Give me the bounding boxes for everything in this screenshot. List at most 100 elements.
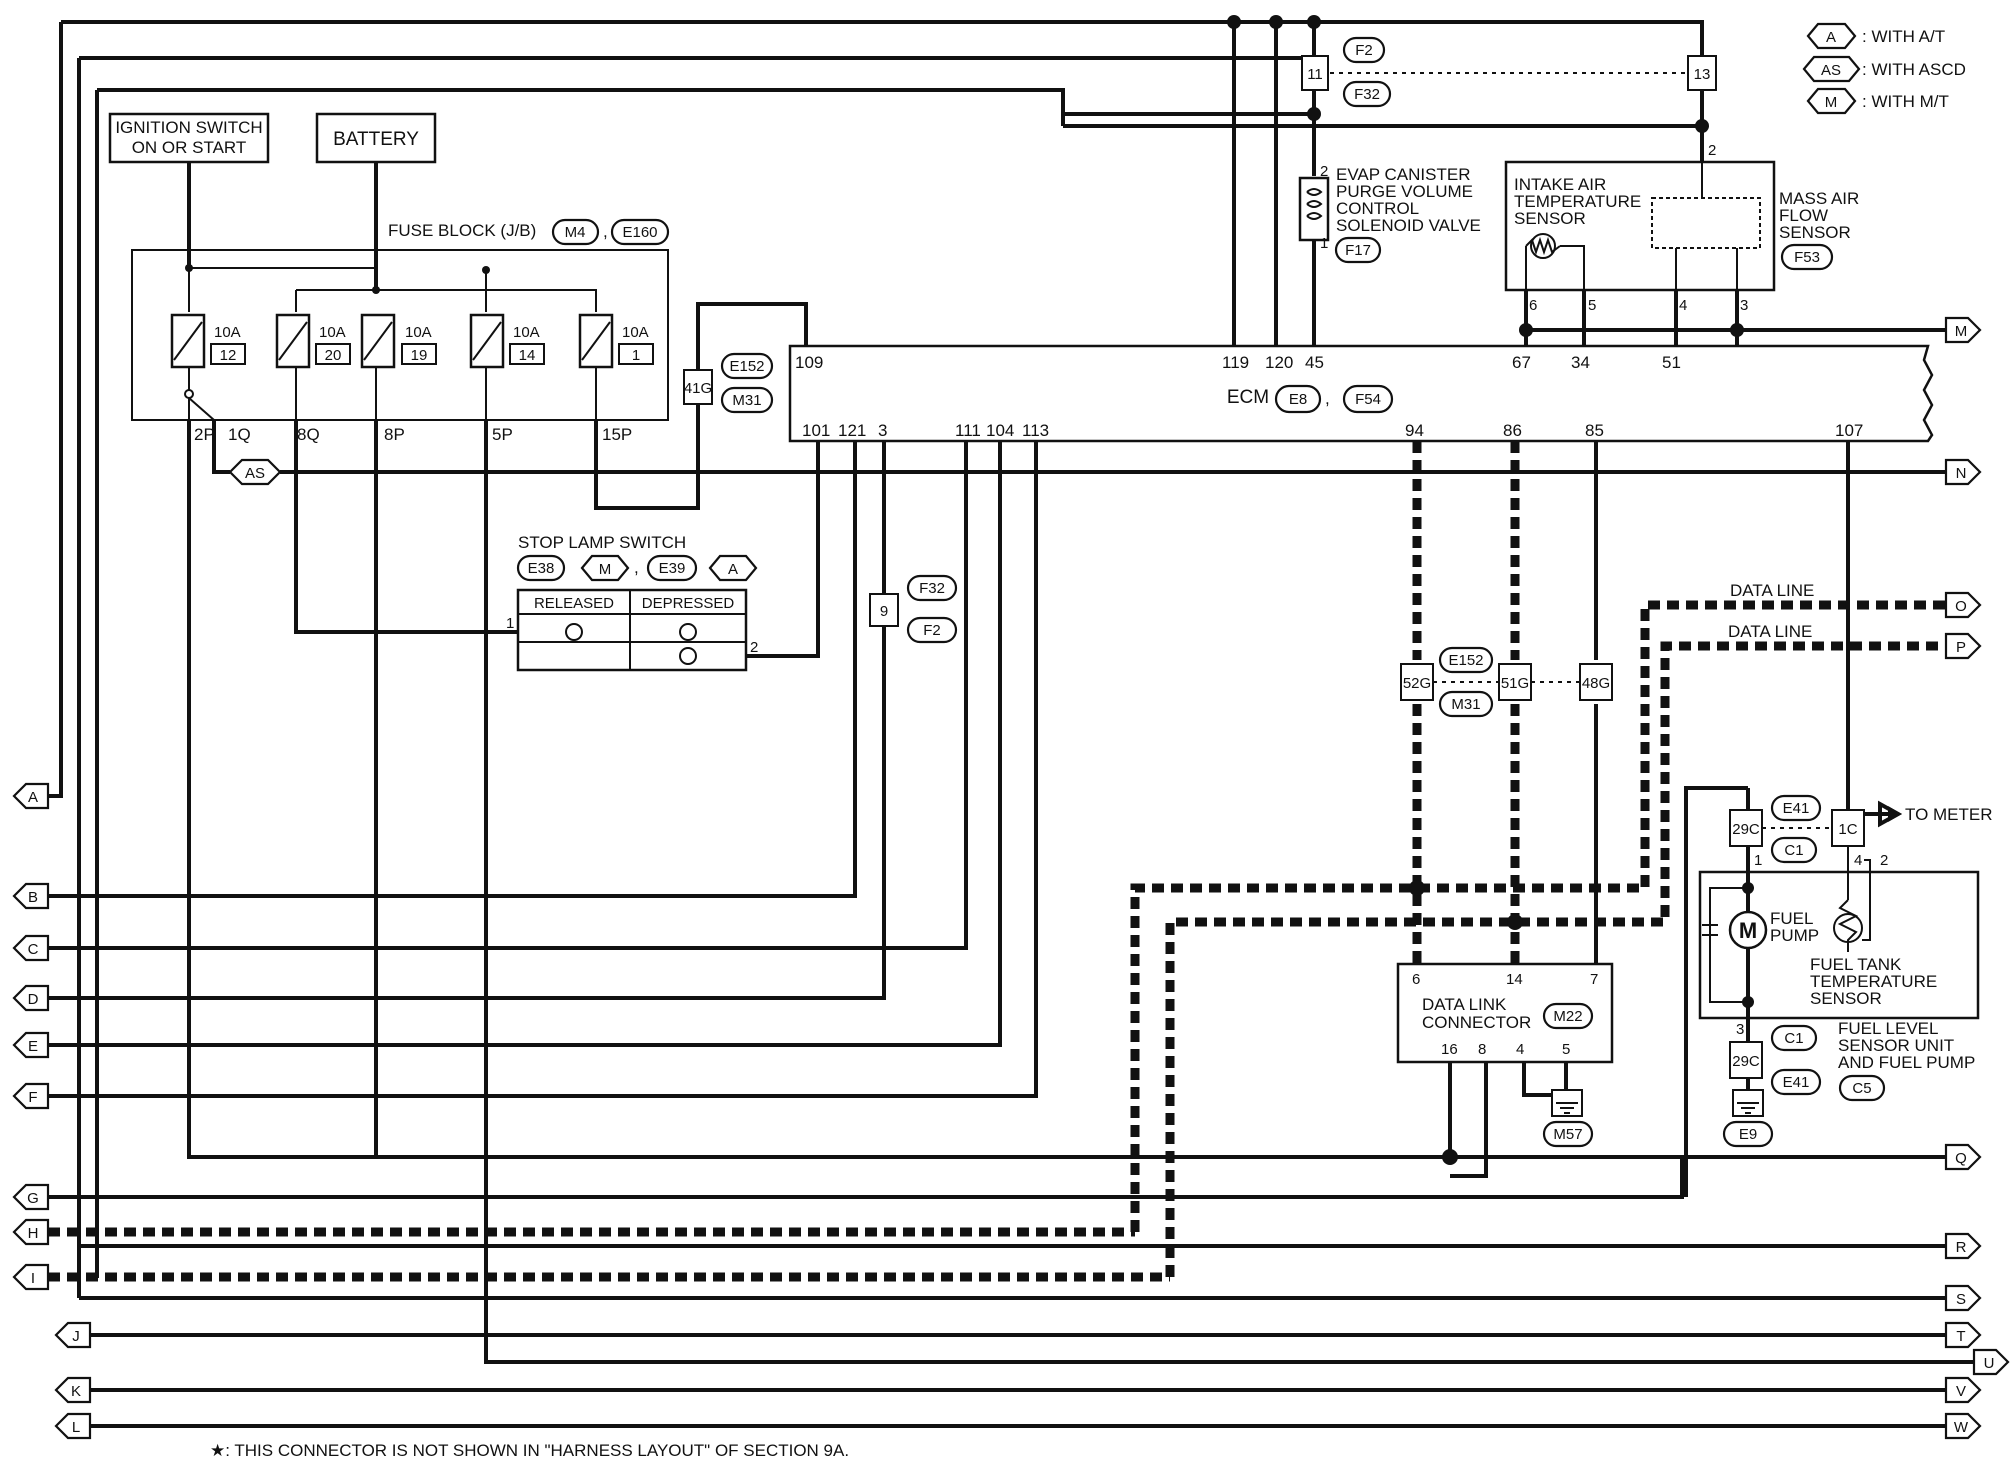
svg-text:19: 19 — [411, 347, 428, 364]
battery: BATTERY — [315, 112, 437, 164]
svg-text:2: 2 — [1880, 852, 1888, 869]
legend-text-m: : WITH M/T — [1862, 92, 1949, 111]
svg-text:F32: F32 — [919, 580, 945, 597]
connector-9: 9 F32 F2 — [869, 574, 958, 644]
fuse-14: 10A 14 — [469, 313, 545, 369]
stop-lamp-switch: STOP LAMP SWITCH E38 M , E39 A RELEASED … — [506, 533, 758, 672]
svg-text:2: 2 — [1320, 163, 1328, 180]
ecm-pin-120: 120 — [1265, 353, 1293, 372]
ecm-pin-121: 121 — [838, 421, 866, 440]
as-tag: AS — [228, 458, 282, 486]
right-connector-r: R — [1944, 1232, 1982, 1260]
svg-text:9: 9 — [880, 603, 888, 620]
right-connector-p: P — [1944, 632, 1982, 660]
svg-text:A: A — [728, 561, 738, 578]
fuse-block-label: FUSE BLOCK (J/B) — [388, 221, 536, 240]
svg-text:F2: F2 — [1355, 42, 1373, 59]
fuse-pin-5p: 5P — [492, 425, 513, 444]
ecm-pin-107: 107 — [1835, 421, 1863, 440]
fuse-20: 10A 20 — [275, 313, 351, 369]
fuse-1: 10A 1 — [578, 313, 654, 369]
right-connector-s: S — [1944, 1284, 1982, 1312]
right-connector-o: O — [1944, 591, 1982, 619]
svg-text:W: W — [1954, 1419, 1969, 1436]
ecm-pin-111: 111 — [955, 421, 981, 440]
left-connector-k: K — [54, 1376, 92, 1404]
svg-text:16: 16 — [1441, 1041, 1458, 1058]
to-meter-label: TO METER — [1905, 805, 1993, 824]
ground-m57: M57 — [1542, 1089, 1594, 1148]
svg-text:M57: M57 — [1553, 1126, 1582, 1143]
svg-text:M22: M22 — [1553, 1008, 1582, 1025]
fuse-block: FUSE BLOCK (J/B) M4 , E160 10A 12 10A 20 — [131, 218, 670, 444]
left-connector-e: E — [12, 1031, 50, 1059]
fuse-pin-1q: 1Q — [228, 425, 251, 444]
svg-text:U: U — [1984, 1355, 1995, 1372]
svg-text:10A: 10A — [405, 324, 432, 341]
svg-text:O: O — [1955, 598, 1967, 615]
svg-text:3: 3 — [1736, 1021, 1744, 1038]
svg-text:M31: M31 — [732, 392, 761, 409]
connector-29c-upper: 29C — [1729, 809, 1763, 847]
svg-text:6: 6 — [1412, 971, 1420, 988]
ecm-label: ECM — [1227, 387, 1269, 408]
fuse-pin-15p: 15P — [602, 425, 632, 444]
left-connector-c: C — [12, 934, 50, 962]
ecm-pin-34: 34 — [1571, 353, 1590, 372]
svg-text:C1: C1 — [1784, 1030, 1803, 1047]
svg-text:SENSOR: SENSOR — [1514, 209, 1586, 228]
svg-text:1: 1 — [506, 615, 514, 632]
svg-text:SENSOR UNIT: SENSOR UNIT — [1838, 1036, 1954, 1055]
svg-text:E: E — [28, 1038, 38, 1055]
svg-text:C: C — [28, 941, 39, 958]
fuse-block-conn-m4: M4 — [565, 224, 586, 241]
left-connector-h: H — [12, 1218, 50, 1246]
svg-text:E41: E41 — [1783, 800, 1810, 817]
right-connector-q: Q — [1944, 1143, 1982, 1171]
svg-text:N: N — [1956, 465, 1967, 482]
svg-text:,: , — [603, 222, 608, 241]
connector-51g: 51G — [1498, 663, 1532, 701]
svg-text:T: T — [1956, 1328, 1965, 1345]
svg-text:,: , — [1325, 389, 1330, 408]
svg-text:4: 4 — [1854, 852, 1862, 869]
svg-text:20: 20 — [325, 347, 342, 364]
ecm-pin-86: 86 — [1503, 421, 1522, 440]
left-connector-j: J — [54, 1321, 92, 1349]
right-connector-u: U — [1972, 1348, 2010, 1376]
svg-text:C1: C1 — [1784, 842, 1803, 859]
data-line-label-2: DATA LINE — [1728, 622, 1812, 641]
svg-text:29C: 29C — [1732, 1053, 1760, 1070]
svg-text:MASS AIR: MASS AIR — [1779, 189, 1859, 208]
svg-text:SENSOR: SENSOR — [1810, 989, 1882, 1008]
ecm-pin-109: 109 — [795, 353, 823, 372]
ecm-pin-45: 45 — [1305, 353, 1324, 372]
maf-sensor: INTAKE AIR TEMPERATURE SENSOR 2 6 5 4 3 … — [1504, 142, 1859, 314]
svg-text:2: 2 — [1708, 142, 1716, 159]
svg-text:10A: 10A — [622, 324, 649, 341]
ignition-switch: IGNITION SWITCH ON OR START — [108, 112, 270, 164]
connector-13: 13 — [1687, 55, 1717, 91]
svg-text:A: A — [28, 789, 38, 806]
svg-text:F17: F17 — [1345, 242, 1371, 259]
connector-11: 11 F2 F32 — [1301, 36, 1392, 108]
svg-text:5: 5 — [1588, 297, 1596, 314]
svg-text:IGNITION SWITCH: IGNITION SWITCH — [115, 118, 262, 137]
svg-text:CONNECTOR: CONNECTOR — [1422, 1013, 1531, 1032]
data-line-label-1: DATA LINE — [1730, 581, 1814, 600]
svg-text:S: S — [1956, 1291, 1966, 1308]
svg-text:E41: E41 — [1783, 1074, 1810, 1091]
left-connector-b: B — [12, 882, 50, 910]
svg-text:11: 11 — [1307, 66, 1323, 83]
connector-41g: 41G E152 M31 — [683, 352, 774, 414]
legend-text-as: : WITH ASCD — [1862, 60, 1966, 79]
svg-text:E38: E38 — [528, 560, 555, 577]
fuse-pin-8q: 8Q — [297, 425, 320, 444]
right-connector-w: W — [1944, 1412, 1982, 1440]
svg-text:E39: E39 — [659, 560, 686, 577]
svg-text:FLOW: FLOW — [1779, 206, 1828, 225]
fuse-19: 10A 19 — [360, 313, 437, 369]
svg-text:PURGE VOLUME: PURGE VOLUME — [1336, 182, 1473, 201]
